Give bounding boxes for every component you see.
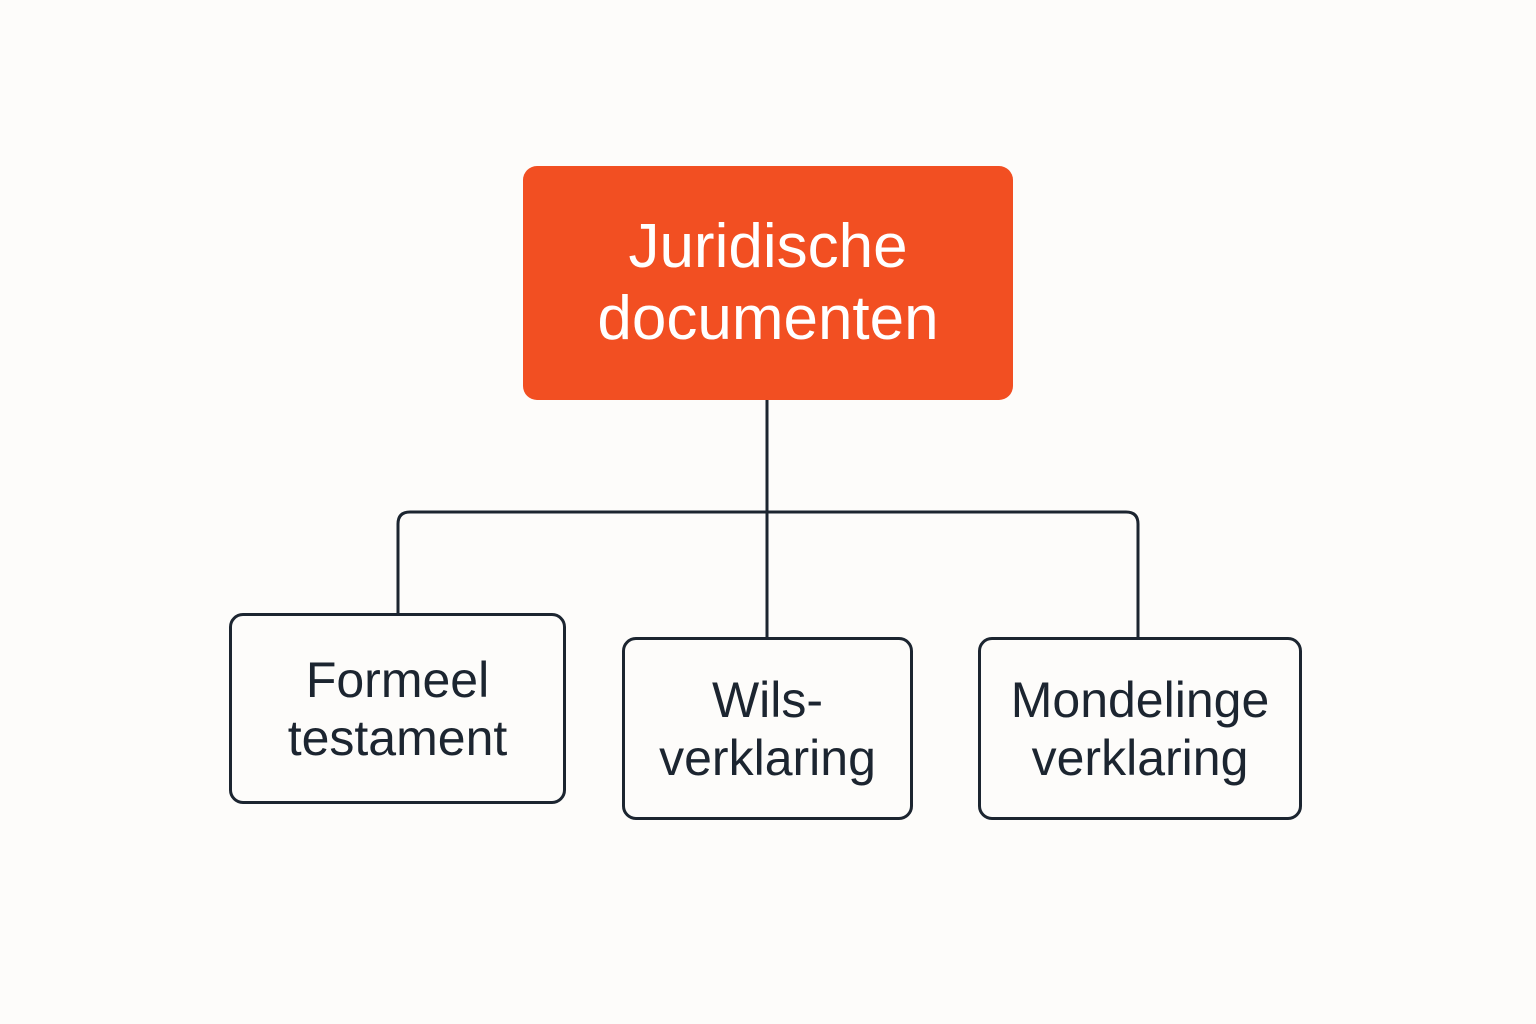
root-node-juridische-documenten: Juridische documenten [523, 166, 1013, 400]
child-node-formeel-testament: Formeel testament [229, 613, 566, 804]
child-node-label-line-1: Formeel [305, 651, 490, 708]
root-node-label-line-2: documenten [597, 284, 939, 353]
root-node-label-line-1: Juridische [628, 212, 908, 281]
child-node-label-line-1: Wils- [711, 671, 824, 728]
connector-branch-left [396, 510, 767, 613]
child-node-wilsverklaring: Wils- verklaring [622, 637, 913, 820]
child-node-label-line-2: testament [287, 709, 508, 766]
child-node-label-line-2: verklaring [659, 729, 876, 786]
connector-branch-right [767, 510, 1140, 637]
child-node-label-line-2: verklaring [1031, 729, 1249, 786]
child-node-mondelinge-verklaring: Mondelinge verklaring [978, 637, 1302, 820]
child-node-label-line-1: Mondelinge [1010, 671, 1270, 728]
